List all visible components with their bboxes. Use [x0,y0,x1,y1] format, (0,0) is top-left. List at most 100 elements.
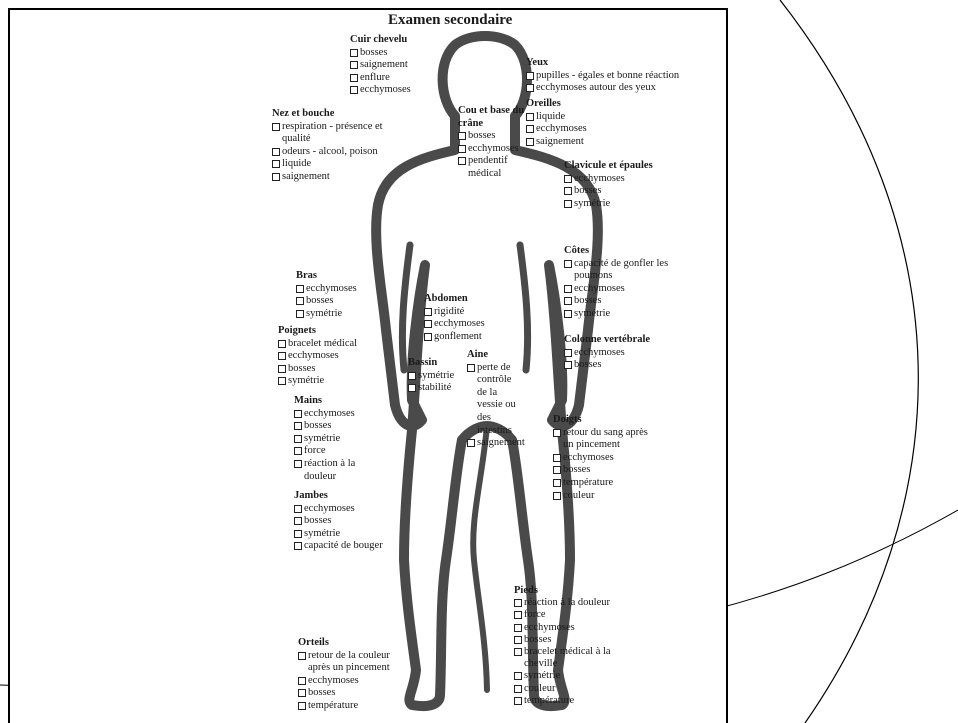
checkbox-icon[interactable] [278,377,286,385]
checkbox-icon[interactable] [424,308,432,316]
checkbox-icon[interactable] [272,173,280,181]
checkbox-icon[interactable] [553,492,561,500]
checklist-item: ecchymoses [514,622,614,634]
checkbox-icon[interactable] [294,542,302,550]
checkbox-icon[interactable] [278,352,286,360]
checklist-item: bosses [278,363,357,376]
checkbox-icon[interactable] [298,702,306,710]
checkbox-icon[interactable] [272,123,280,131]
checklist-item: bosses [294,420,389,433]
group-oreilles: Oreilles liquide ecchymoses saignement [526,98,587,148]
group-cuir-chevelu: Cuir chevelu bosses saignement enflure e… [350,34,411,97]
checklist-item: température [514,695,614,707]
checkbox-icon[interactable] [296,285,304,293]
checklist-item: saignement [526,136,587,149]
checkbox-icon[interactable] [514,611,522,619]
checkbox-icon[interactable] [298,689,306,697]
checkbox-icon[interactable] [564,297,572,305]
checkbox-icon[interactable] [298,652,306,660]
checkbox-icon[interactable] [298,677,306,685]
checklist-item: saignement [272,171,402,184]
checkbox-icon[interactable] [564,285,572,293]
checkbox-icon[interactable] [458,145,466,153]
checkbox-icon[interactable] [294,435,302,443]
checkbox-icon[interactable] [294,505,302,513]
checkbox-icon[interactable] [272,148,280,156]
checklist-item: bosses [294,515,383,528]
checkbox-icon[interactable] [408,372,416,380]
group-title: Orteils [298,637,413,650]
checkbox-icon[interactable] [526,113,534,121]
checkbox-icon[interactable] [424,320,432,328]
checkbox-icon[interactable] [526,84,534,92]
checkbox-icon[interactable] [458,132,466,140]
checklist-item: ecchymoses [298,675,413,688]
checkbox-icon[interactable] [564,361,572,369]
checklist-item: réaction à la douleur [294,458,389,483]
checkbox-icon[interactable] [294,530,302,538]
checkbox-icon[interactable] [564,187,572,195]
checkbox-icon[interactable] [564,310,572,318]
checkbox-icon[interactable] [467,364,475,372]
group-mains: Mains ecchymoses bosses symétrie force r… [294,395,389,483]
checkbox-icon[interactable] [424,333,432,341]
checkbox-icon[interactable] [553,466,561,474]
checklist-item: retour du sang après un pincement [553,427,653,452]
checkbox-icon[interactable] [296,297,304,305]
group-title: Colonne vertébrale [564,334,650,347]
checklist-item: enflure [350,72,411,85]
checkbox-icon[interactable] [514,672,522,680]
group-title: Yeux [526,57,679,70]
checkbox-icon[interactable] [278,365,286,373]
checkbox-icon[interactable] [526,72,534,80]
checkbox-icon[interactable] [350,49,358,57]
checkbox-icon[interactable] [350,61,358,69]
checklist-item: gonflement [424,331,485,344]
checklist-item: symétrie [294,528,383,541]
checkbox-icon[interactable] [564,349,572,357]
checkbox-icon[interactable] [514,685,522,693]
checkbox-icon[interactable] [564,200,572,208]
checkbox-icon[interactable] [514,636,522,644]
checkbox-icon[interactable] [553,479,561,487]
checkbox-icon[interactable] [564,260,572,268]
checkbox-icon[interactable] [526,138,534,146]
checkbox-icon[interactable] [553,454,561,462]
group-pieds: Pieds réaction à la douleur force ecchym… [514,585,614,707]
checkbox-icon[interactable] [350,74,358,82]
checkbox-icon[interactable] [294,410,302,418]
checkbox-icon[interactable] [514,624,522,632]
checkbox-icon[interactable] [294,447,302,455]
checklist-item: ecchymoses [278,350,357,363]
group-colonne-vertebrale: Colonne vertébrale ecchymoses bosses [564,334,650,372]
checkbox-icon[interactable] [553,429,561,437]
checklist-item: température [553,477,653,490]
checklist-item: saignement [350,59,411,72]
checkbox-icon[interactable] [458,157,466,165]
checkbox-icon[interactable] [294,422,302,430]
figure-title: Examen secondaire [388,12,512,29]
checkbox-icon[interactable] [514,599,522,607]
checkbox-icon[interactable] [467,439,475,447]
checkbox-icon[interactable] [350,86,358,94]
group-title: Cuir chevelu [350,34,411,47]
checklist-item: bosses [296,295,357,308]
checkbox-icon[interactable] [514,648,522,656]
checklist-item: couleur [553,490,653,503]
group-title: Oreilles [526,98,587,111]
checklist-item: bosses [564,185,653,198]
checkbox-icon[interactable] [408,384,416,392]
group-title: Pieds [514,585,614,597]
checklist-item: bracelet médical à la cheville [514,646,614,670]
checkbox-icon[interactable] [278,340,286,348]
checkbox-icon[interactable] [296,310,304,318]
checklist-item: réaction à la douleur [514,597,614,609]
checkbox-icon[interactable] [564,175,572,183]
checkbox-icon[interactable] [294,460,302,468]
checkbox-icon[interactable] [526,125,534,133]
checkbox-icon[interactable] [294,517,302,525]
checkbox-icon[interactable] [272,160,280,168]
checklist-item: force [294,445,389,458]
checkbox-icon[interactable] [514,697,522,705]
group-bras: Bras ecchymoses bosses symétrie [296,270,357,320]
